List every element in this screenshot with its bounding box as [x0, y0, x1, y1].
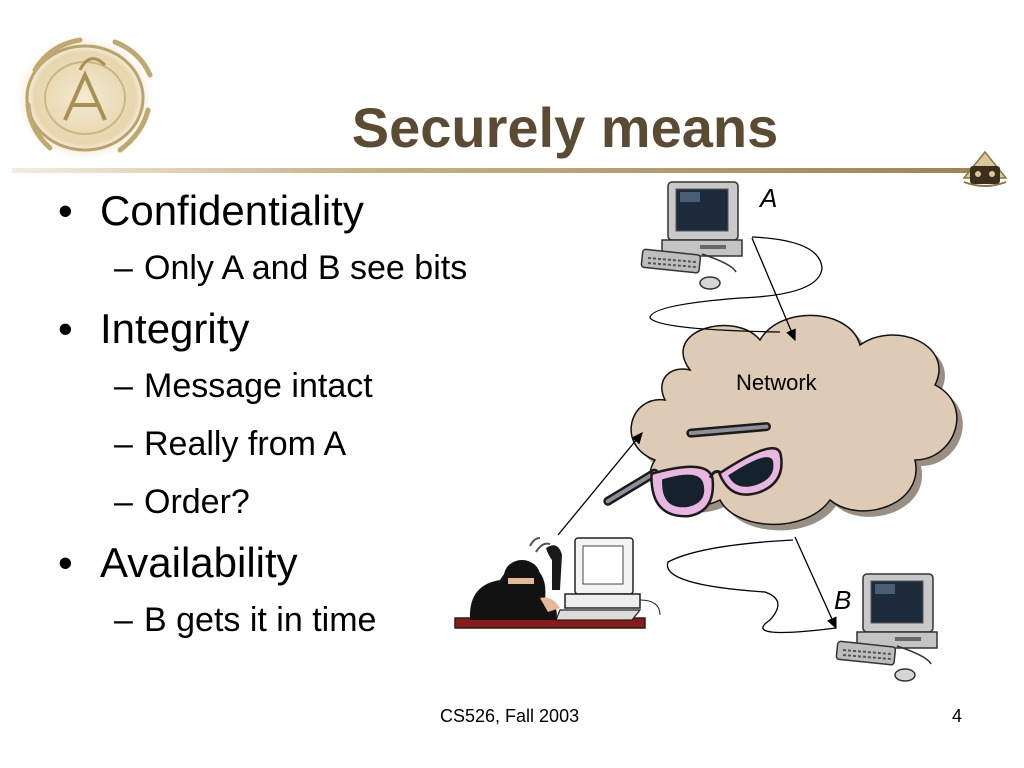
sub-bullet-glyph: – [114, 367, 133, 405]
sub-bullet: – Really from A [58, 424, 558, 464]
bullet-text: Integrity [100, 305, 250, 352]
bullet-availability: • Availability [58, 540, 558, 586]
sub-bullet-text: Really from A [144, 425, 347, 463]
cloud-label: Network [736, 370, 817, 395]
sub-bullet: – B gets it in time [58, 600, 558, 640]
bullet-integrity: • Integrity [58, 306, 558, 352]
sub-bullet: – Only A and B see bits [58, 248, 558, 288]
sub-bullet: – Order? [58, 482, 558, 522]
network-diagram [454, 181, 963, 682]
footer-course: CS526, Fall 2003 [440, 706, 580, 726]
sub-bullet-glyph: – [114, 425, 133, 463]
label-a: A [760, 183, 778, 213]
bullet-glyph: • [58, 187, 73, 234]
bullet-glyph: • [58, 539, 73, 586]
slide-title: Securely means [351, 95, 779, 159]
sub-bullet-text: Order? [144, 483, 250, 521]
sub-bullet-text: Only A and B see bits [144, 249, 468, 287]
bullet-text: Confidentiality [100, 187, 364, 234]
sub-bullet-text: B gets it in time [144, 601, 377, 639]
bullet-text: Availability [100, 539, 298, 586]
bullet-list: • Confidentiality – Only A and B see bit… [58, 188, 558, 640]
bullet-glyph: • [58, 305, 73, 352]
sub-bullet: – Message intact [58, 366, 558, 406]
sub-bullet-glyph: – [114, 249, 133, 287]
message-paths [557, 236, 837, 634]
sub-bullet-glyph: – [114, 601, 133, 639]
page-number: 4 [952, 706, 963, 726]
bullet-confidentiality: • Confidentiality [58, 188, 558, 234]
sub-bullet-text: Message intact [144, 367, 373, 405]
corner-logo-icon [962, 150, 1008, 187]
computer-a-icon [640, 181, 743, 290]
sunglasses-icon [603, 422, 783, 518]
university-seal-logo [13, 33, 157, 163]
attacker-icon [454, 537, 661, 629]
sub-bullet-glyph: – [114, 483, 133, 521]
title-divider [12, 168, 977, 173]
label-b: B [834, 585, 852, 615]
